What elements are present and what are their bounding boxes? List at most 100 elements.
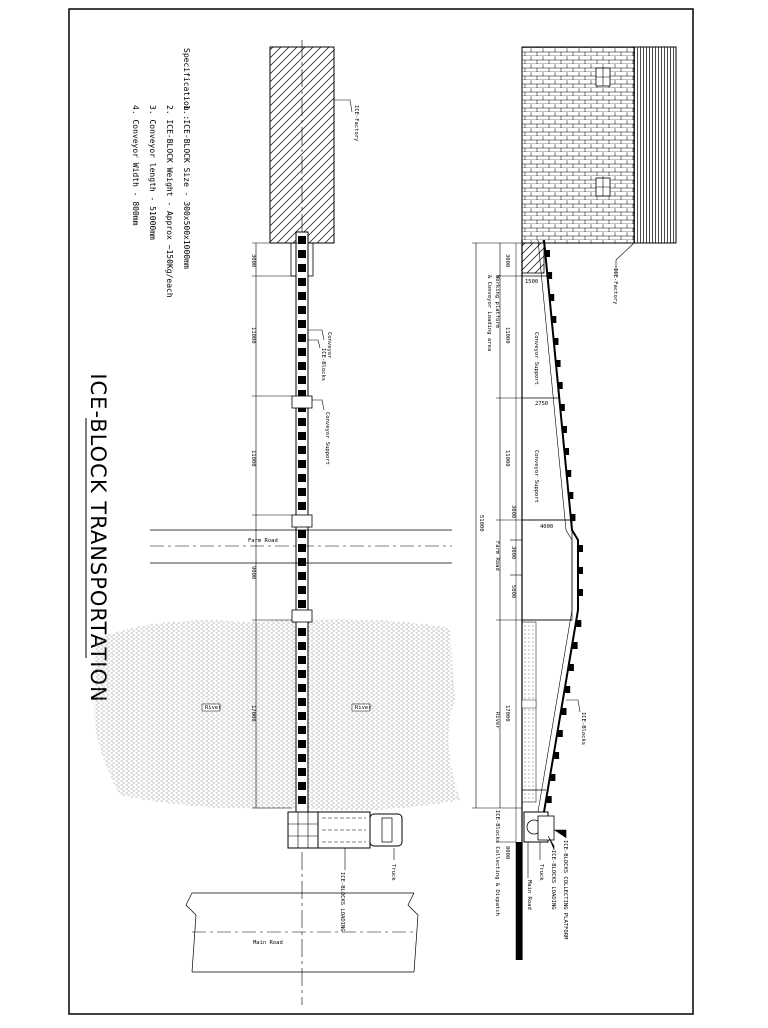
loading-bay-grid <box>288 812 318 848</box>
plan-river-label: River <box>205 705 222 711</box>
loading-area-label: & Conveyor Loading area <box>486 275 492 351</box>
leader-line <box>308 339 321 349</box>
plan-ice-block <box>298 320 306 328</box>
window-frame <box>596 178 610 196</box>
plan-ice-block <box>298 656 306 664</box>
elevation-ice-block <box>553 338 559 345</box>
plan-farm-road-label: Farm Road <box>248 538 278 544</box>
road-break-lines <box>185 892 419 973</box>
specification-block: Specification : 1. ICE-BLOCK Size - 300x… <box>131 48 191 298</box>
elevation-dim: 11000 <box>504 450 510 467</box>
river-label-box <box>201 703 221 712</box>
plan-ice-block <box>298 684 306 692</box>
elevation-main-road-label: Main Road <box>526 880 532 910</box>
plan-ice-block <box>298 726 306 734</box>
elevation-factory-roof <box>633 46 677 244</box>
plan-ice-block <box>298 418 306 426</box>
plan-ice-block <box>298 390 306 398</box>
plan-ice-block <box>298 488 306 496</box>
sheet-border <box>68 8 694 1015</box>
plan-ice-block <box>298 306 306 314</box>
elevation-ice-block <box>566 470 572 477</box>
elevation-height: 4000 <box>540 524 553 530</box>
plan-ice-block <box>298 474 306 482</box>
plan-ice-block <box>298 460 306 468</box>
plan-dimension-ticks <box>252 242 302 809</box>
working-platform <box>521 242 545 274</box>
elevation-farm-road-label: Farm Road <box>494 541 500 571</box>
plan-ice-block <box>298 782 306 790</box>
leader-line <box>312 399 325 411</box>
plan-ice-block <box>298 642 306 650</box>
plan-conveyor-label: Conveyor <box>326 332 332 359</box>
elevation-truck-label: Truck <box>538 864 544 881</box>
plan-ice-block <box>298 754 306 762</box>
elevation-dim: 8000 <box>504 846 510 859</box>
elevation-factory-wall <box>521 46 635 244</box>
plan-ice-block <box>298 334 306 342</box>
plan-ice-blocks <box>298 236 306 804</box>
elevation-river <box>521 621 537 803</box>
elevation-ice-block <box>549 294 555 301</box>
spec-heading: Specification : <box>182 48 191 120</box>
elevation-support-label: Conveyor Support <box>533 450 539 503</box>
elevation-view: ICE-Factory 1500 2750 4000 Conveyor Supp… <box>472 46 677 960</box>
working-platform-label: Working platform <box>494 275 500 329</box>
elevation-ice-block <box>547 272 553 279</box>
elevation-dim: 3000 <box>504 254 510 267</box>
elevation-ice-block <box>578 545 583 552</box>
plan-ice-block <box>298 712 306 720</box>
spec-item: 3. Conveyor length - 51000mm <box>148 105 157 240</box>
elevation-ice-block <box>576 620 582 627</box>
elevation-ice-block <box>544 250 550 257</box>
plan-dim: 17000 <box>250 705 256 722</box>
plan-ice-block <box>298 432 306 440</box>
elevation-dim: 3000 <box>510 546 516 559</box>
elevation-ice-block <box>559 404 565 411</box>
leader-line <box>566 699 581 713</box>
elevation-dim: 5000 <box>510 585 516 598</box>
elevation-ice-block <box>564 448 570 455</box>
plan-dim: 9000 <box>250 566 256 579</box>
truck-bed-lines <box>322 817 366 843</box>
collecting-dispatch-label: ICE-Blocks Collecting & Dispatch <box>494 810 500 916</box>
elevation-ice-block <box>557 730 563 737</box>
elevation-dim: 17000 <box>504 705 510 722</box>
elevation-ice-block <box>561 426 567 433</box>
elevation-ice-block <box>554 752 560 759</box>
plan-factory-label: ICE-Factory <box>353 105 359 142</box>
plan-river <box>94 619 461 811</box>
plan-ice-block <box>298 376 306 384</box>
elevation-truck <box>537 815 555 841</box>
plan-ice-block <box>298 558 306 566</box>
plan-conveyor-support <box>291 395 313 409</box>
elevation-dimension-ticks <box>496 242 522 843</box>
plan-ice-blocks-label: ICE-Blocks <box>320 348 326 381</box>
spec-item: 1. ICE-BLOCK Size - 300x500x1000mm <box>182 105 191 269</box>
leader-line <box>334 99 353 113</box>
elevation-ice-block <box>551 316 557 323</box>
elevation-river-label: River <box>494 712 500 729</box>
plan-support-label: Conveyor Support <box>324 412 330 465</box>
plan-ice-block <box>298 362 306 370</box>
plan-ice-block <box>298 502 306 510</box>
overall-dim: 51000 <box>478 515 484 532</box>
elevation-ice-block <box>550 774 556 781</box>
plan-ice-block <box>298 278 306 286</box>
elevation-ice-block <box>578 567 583 574</box>
plan-ice-block <box>298 600 306 608</box>
plan-ice-block <box>298 250 306 258</box>
plan-conveyor-support <box>291 609 313 623</box>
main-road-slab <box>516 842 522 960</box>
plan-river-label: River <box>355 705 372 711</box>
river-label-box <box>521 699 537 709</box>
plan-ice-block <box>298 670 306 678</box>
plan-ice-block <box>298 348 306 356</box>
elevation-conveyor <box>543 239 579 813</box>
elevation-ice-block <box>546 796 552 803</box>
spec-item: 4. Conveyor Width - 800mm <box>131 105 140 226</box>
plan-conveyor-support <box>291 514 313 528</box>
elevation-ice-block <box>578 589 583 596</box>
